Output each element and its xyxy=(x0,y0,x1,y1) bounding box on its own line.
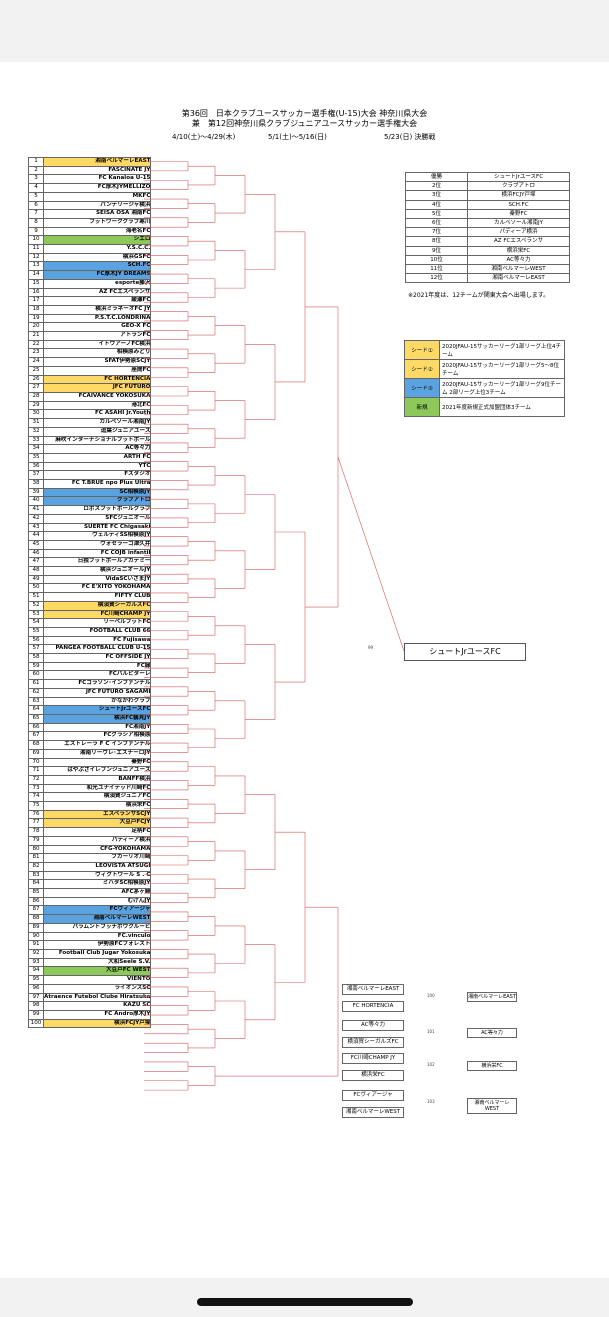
seed-label: シード① xyxy=(404,340,440,360)
placement-match-number: 102 xyxy=(427,1062,435,1067)
date-final: 5/23(日) 決勝戦 xyxy=(384,133,436,141)
placement-team-a: FCヴィアージャ xyxy=(342,1090,404,1101)
rank-place: 12位 xyxy=(405,273,468,284)
ranking-row: 優勝シュートJrユースFC xyxy=(405,171,570,183)
rank-place: 10位 xyxy=(405,254,468,266)
seed-description: 2020JFAU-15サッカーリーグ1部リーグ上位4チーム xyxy=(439,340,565,360)
title-line-1: 第36回 日本クラブユースサッカー選手権(U-15)大会 神奈川県大会 xyxy=(181,109,428,118)
bottom-bar xyxy=(0,1278,609,1317)
placement-winner: AC等々力 xyxy=(467,1028,517,1038)
seed-label: シード② xyxy=(404,359,440,379)
rank-team: 横浜FCJY戸塚 xyxy=(467,190,570,201)
ranking-row: 11位湘南ベルマーレWEST xyxy=(405,264,570,275)
placement-team-a: 湘南ベルマーレEAST xyxy=(342,984,404,995)
status-bar-area xyxy=(0,0,609,62)
seed-label: 新規 xyxy=(404,397,440,417)
rank-place: 9位 xyxy=(405,245,468,256)
placement-team-a: FC川崎CHAMP JY xyxy=(342,1053,404,1064)
rank-place: 4位 xyxy=(405,199,468,210)
rank-team: カルペソール湘南JY xyxy=(467,218,570,229)
bracket-line xyxy=(337,456,405,652)
home-indicator[interactable] xyxy=(197,1298,413,1306)
seed-description: 2020JFAU-15サッカーリーグ1部リーグ5～8位チーム xyxy=(439,359,565,379)
rank-place: 11位 xyxy=(405,264,468,275)
rank-team: パディーア横浜 xyxy=(467,227,570,238)
date-round2: 5/1(土)～5/16(日) xyxy=(268,133,327,141)
seed-description: 2021年度新規正式加盟団体3チーム xyxy=(439,397,565,417)
rank-team: AZ FCエスペランサ xyxy=(467,236,570,247)
rank-team: 横浜栄FC xyxy=(467,245,570,256)
rank-team: クラブアトロ xyxy=(467,181,570,192)
placement-team-b: 横須賀シーガルズFC xyxy=(342,1037,404,1048)
rank-team: 秦野FC xyxy=(467,208,570,220)
champion-box: シュートJrユースFC xyxy=(404,643,526,661)
placement-match-number: 101 xyxy=(427,1029,435,1034)
title-line-2: 兼 第12回神奈川県クラブジュニアユースサッカー選手権大会 xyxy=(191,119,418,128)
placement-winner: 湘南ベルマーレEAST xyxy=(467,992,517,1002)
rank-place: 3位 xyxy=(405,190,468,201)
ranking-row: 9位横浜栄FC xyxy=(405,245,570,256)
rank-place: 優勝 xyxy=(405,171,468,183)
rank-place: 6位 xyxy=(405,218,468,229)
match-number-final: 99 xyxy=(368,645,374,650)
seed-label: シード③ xyxy=(404,378,440,398)
rankings-note: ※2021年度は、12チームが関東大会へ出場します。 xyxy=(408,292,550,299)
placement-match-number: 100 xyxy=(427,993,435,998)
placement-winner: 湘南ベルマーレ WEST xyxy=(467,1098,517,1114)
rank-team: 湘南ベルマーレEAST xyxy=(467,273,570,284)
placement-team-b: 湘南ベルマーレWEST xyxy=(342,1107,404,1118)
rank-place: 7位 xyxy=(405,227,468,238)
date-round1: 4/10(土)～4/29(木) xyxy=(172,133,236,141)
ranking-row: 5位秦野FC xyxy=(405,208,570,220)
placement-team-b: 横浜栄FC xyxy=(342,1070,404,1081)
ranking-row: 3位横浜FCJY戸塚 xyxy=(405,190,570,201)
rank-team: シュートJrユースFC xyxy=(467,171,570,183)
rank-team: 湘南ベルマーレWEST xyxy=(467,264,570,275)
placement-team-b: FC HORTENCIA xyxy=(342,1001,404,1012)
seed-description: 2020JFAU-15サッカーリーグ1部リーグ9位チーム 2部リーグ上位3チーム xyxy=(439,378,565,398)
placement-match-number: 103 xyxy=(427,1099,435,1104)
rank-team: AC等々力 xyxy=(467,254,570,266)
ranking-row: 12位湘南ベルマーレEAST xyxy=(405,273,570,284)
ranking-row: 7位パディーア横浜 xyxy=(405,227,570,238)
rank-team: SCH.FC xyxy=(467,199,570,210)
rank-place: 5位 xyxy=(405,208,468,220)
rank-place: 8位 xyxy=(405,236,468,247)
rank-place: 2位 xyxy=(405,181,468,192)
ranking-row: 2位クラブアトロ xyxy=(405,181,570,192)
placement-team-a: AC等々力 xyxy=(342,1020,404,1031)
ranking-row: 6位カルペソール湘南JY xyxy=(405,218,570,229)
team-name: 横浜FCJY戸塚 xyxy=(42,1018,152,1029)
placement-winner: 横浜栄FC xyxy=(467,1061,517,1071)
tournament-sheet: 第36回 日本クラブユースサッカー選手権(U-15)大会 神奈川県大会 兼 第1… xyxy=(0,62,609,1278)
